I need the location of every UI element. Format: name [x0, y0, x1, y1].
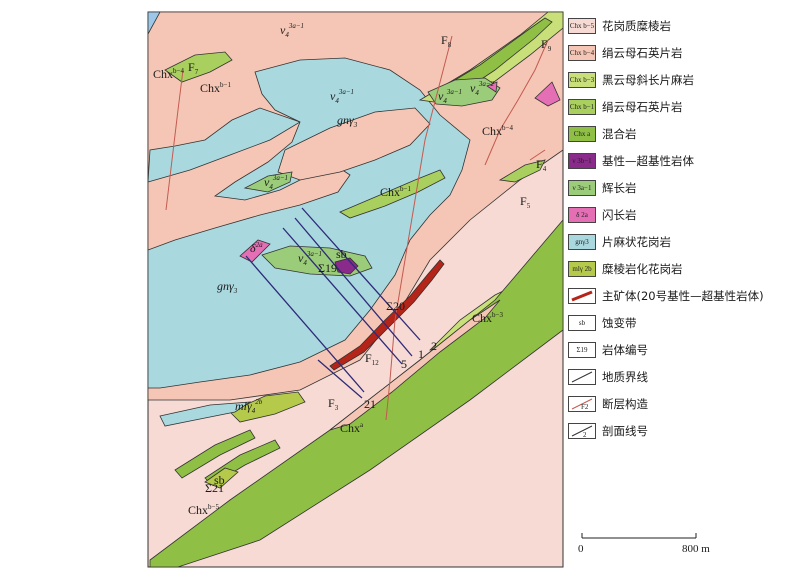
label-section-21: 21	[364, 397, 376, 411]
unit-migmatite-sw-strips	[174, 429, 256, 479]
legend-label: 主矿体(20号基性—超基性岩体)	[602, 289, 764, 303]
unit-gabbro-left	[243, 171, 293, 193]
legend-swatch: Chx b−3	[568, 72, 596, 88]
unit-gabbro-ne	[427, 77, 501, 107]
legend-item: Chx b−1 绢云母石英片岩	[568, 97, 683, 117]
legend-swatch: ν 3a−1	[568, 180, 596, 196]
legend-label: 闪长岩	[602, 208, 637, 222]
unit-gneissic-granite-main	[147, 107, 301, 183]
legend-swatch	[568, 369, 596, 385]
unit-diorite-ne	[534, 81, 561, 107]
label-fault-f4: F4	[536, 157, 547, 173]
label-fault-f7: F7	[188, 60, 199, 76]
legend-swatch: sb	[568, 315, 596, 331]
section-line-1	[301, 207, 421, 341]
label-sb-center: sb	[336, 247, 347, 261]
label-section-2: 2	[431, 339, 437, 353]
unit-diorite	[239, 239, 271, 263]
legend-label: 片麻状花岗岩	[602, 235, 671, 249]
legend-item: F2 断层构造	[568, 394, 648, 414]
legend-item: ν 3b−1 基性—超基性岩体	[568, 151, 694, 171]
legend-item: 主矿体(20号基性—超基性岩体)	[568, 286, 764, 306]
legend-swatch: Chx a	[568, 126, 596, 142]
legend-swatch: Chx b−4	[568, 45, 596, 61]
section-line-5	[282, 227, 403, 365]
legend-item: 2 剖面线号	[568, 421, 648, 441]
legend-label: 糜棱岩化花岗岩	[602, 262, 683, 276]
legend-swatch: ν 3b−1	[568, 153, 596, 169]
section-line-21b	[317, 359, 363, 399]
legend-item: Chx b−4 绢云母石英片岩	[568, 43, 683, 63]
legend-item: δ 2a 闪长岩	[568, 205, 637, 225]
legend-label: 辉长岩	[602, 181, 637, 195]
legend-swatch: Chx b−1	[568, 99, 596, 115]
label-gngamma-top: gnγ3	[337, 113, 358, 129]
legend-swatch: δ 2a	[568, 207, 596, 223]
label-sigma19: Σ19	[318, 261, 337, 275]
unit-granite-lower-strip	[159, 401, 252, 427]
unit-mylonitized-granite	[229, 391, 306, 423]
scale-end-label: 800 m	[682, 543, 710, 555]
legend-label: 黑云母斜长片麻岩	[602, 73, 694, 87]
legend-item: Σ19 岩体编号	[568, 340, 648, 360]
legend-label: 断层构造	[602, 397, 648, 411]
legend-label: 绢云母石英片岩	[602, 100, 683, 114]
legend-label: 蚀变带	[602, 316, 637, 330]
legend-swatch: F2	[568, 396, 596, 412]
label-fault-f3: F3	[328, 396, 339, 412]
legend-item: Chx b−5 花岗质糜棱岩	[568, 16, 671, 36]
unit-gabbro-mid	[339, 169, 446, 219]
legend-label: 混合岩	[602, 127, 637, 141]
label-fault-f5: F5	[520, 194, 531, 210]
label-sb-sw: sb	[214, 473, 225, 487]
fault-f4	[529, 149, 546, 161]
legend-item: mlγ 2b 糜棱岩化花岗岩	[568, 259, 683, 279]
label-fault-f9: F9	[541, 37, 552, 53]
label-sigma21: Σ21	[205, 481, 224, 495]
legend-item: 地质界线	[568, 367, 648, 387]
legend-label: 花岗质糜棱岩	[602, 19, 671, 33]
unit-diorite-ne2	[486, 81, 498, 93]
section-line-2	[294, 217, 413, 357]
scale-start-label: 0	[578, 543, 584, 555]
legend-item: Chx b−3 黑云母斜长片麻岩	[568, 70, 694, 90]
fault-f7	[165, 69, 184, 211]
label-gngamma-left: gnγ3	[217, 279, 238, 295]
legend-label: 绢云母石英片岩	[602, 46, 683, 60]
label-section-5: 5	[401, 357, 407, 371]
legend-swatch: gnγ3	[568, 234, 596, 250]
legend-swatch	[568, 288, 596, 304]
svg-text:2: 2	[583, 431, 587, 438]
label-fault-f8: F8	[441, 33, 452, 49]
legend-item: gnγ3 片麻状花岗岩	[568, 232, 671, 252]
unit-schist-inlier	[277, 107, 431, 181]
unit-schist-se	[329, 299, 501, 431]
label-sigma20: Σ20	[386, 299, 405, 313]
legend-swatch: 2	[568, 423, 596, 439]
unit-sericite-green-right	[498, 159, 546, 183]
label-chx-a: Chxa	[340, 421, 364, 435]
legend-label: 剖面线号	[602, 424, 648, 438]
fault-f8	[385, 35, 453, 421]
section-line-21	[245, 255, 365, 393]
scale-bar: 0 800 m	[578, 533, 710, 555]
legend-label: 基性—超基性岩体	[602, 154, 694, 168]
legend-swatch: Σ19	[568, 342, 596, 358]
legend-label: 岩体编号	[602, 343, 648, 357]
legend-item: ν 3a−1 辉长岩	[568, 178, 637, 198]
legend-swatch: Chx b−5	[568, 18, 596, 34]
legend-item: Chx a 混合岩	[568, 124, 637, 144]
main-ore-body	[329, 259, 445, 371]
label-section-1: 1	[418, 347, 424, 361]
svg-text:F2: F2	[581, 403, 589, 411]
legend-label: 地质界线	[602, 370, 648, 384]
unit-mylonitized-sw	[204, 467, 239, 489]
legend-item: sb 蚀变带	[568, 313, 637, 333]
fault-f9	[484, 39, 549, 166]
legend-swatch: mlγ 2b	[568, 261, 596, 277]
